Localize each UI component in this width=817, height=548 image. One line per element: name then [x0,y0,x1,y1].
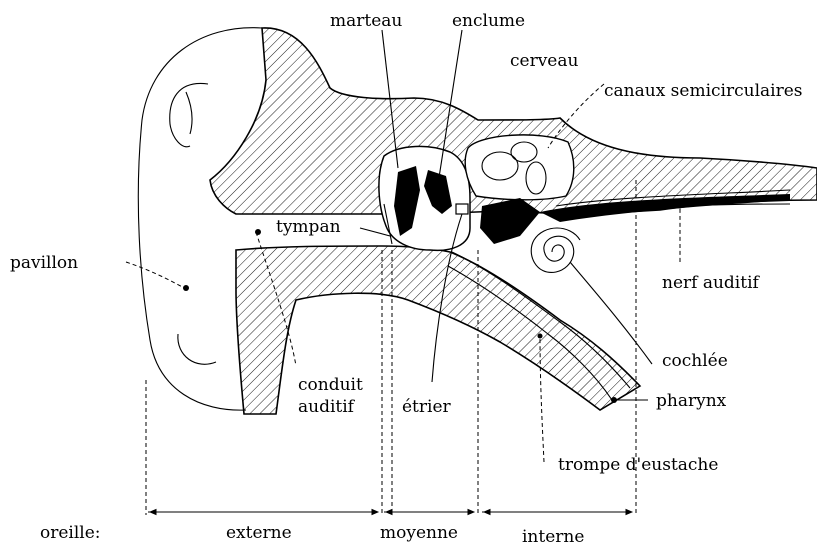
label-conduit-line1: conduit [298,375,363,395]
label-pavillon: pavillon [10,253,78,273]
pinna-inner-curl [186,92,192,134]
leader-tympan [360,228,390,236]
stapes-ossicle [456,204,468,214]
pinna-inner-fold [170,83,208,146]
label-enclume: enclume [452,11,525,31]
point-tympan [255,229,261,235]
middle-ear-cavity [379,146,470,250]
label-trompe: trompe d'eustache [558,455,718,475]
label-cerveau: cerveau [510,51,579,71]
point-nerf [678,204,683,209]
label-interne: interne [522,527,584,547]
label-pharynx: pharynx [656,391,727,411]
point-pavillon [183,285,189,291]
label-tympan: tympan [276,217,341,237]
inner-ear-space [465,135,574,200]
label-conduit-line2: auditif [298,397,356,417]
leader-pavillon [126,262,184,288]
label-etrier: étrier [402,397,452,417]
label-marteau: marteau [330,11,402,31]
label-oreille: oreille: [40,523,101,543]
lobe-curve [178,334,216,364]
label-canaux: canaux semicirculaires [604,81,803,101]
lower-bone-tissue [236,246,640,414]
label-moyenne: moyenne [380,523,458,543]
label-nerf: nerf auditif [662,273,761,293]
point-trompe [538,334,543,339]
point-pharynx [611,397,617,403]
label-externe: externe [226,523,292,543]
label-cochlee: cochlée [662,351,728,371]
